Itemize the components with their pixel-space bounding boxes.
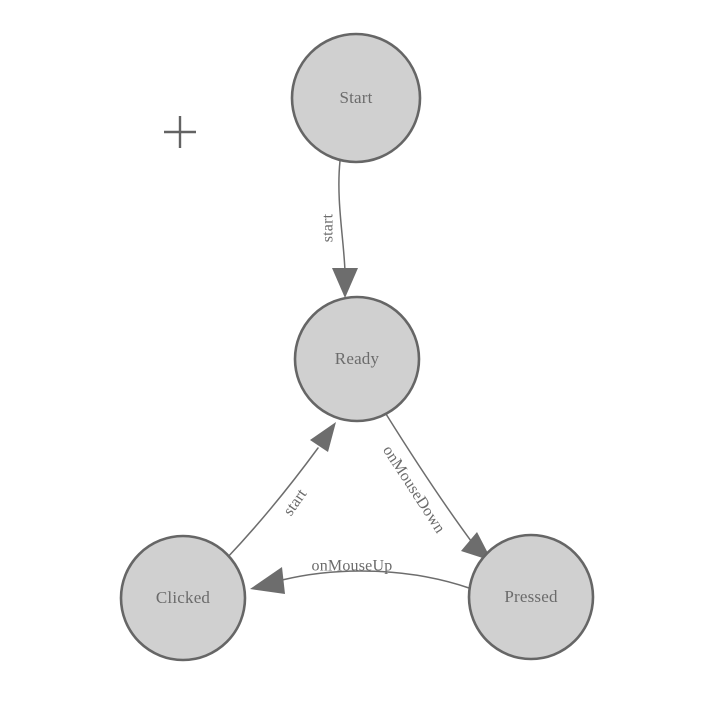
edge-path-clicked-to-ready	[225, 447, 319, 560]
node-start-label: Start	[339, 88, 372, 107]
edge-path-ready-to-pressed	[385, 413, 475, 546]
edge-clicked-to-ready[interactable]: start	[225, 422, 336, 560]
node-ready-circle[interactable]	[293, 295, 421, 423]
edge-path-start-to-ready	[338, 160, 346, 273]
arrowhead-into-pressed	[461, 532, 492, 561]
node-ready-label: Ready	[335, 349, 380, 368]
node-pressed[interactable]: Pressed	[467, 533, 595, 661]
arrowhead-into-ready-top	[332, 268, 358, 298]
arrowhead-into-clicked	[250, 567, 285, 594]
node-clicked[interactable]: Clicked	[119, 534, 247, 662]
arrowhead-into-ready-bottom	[310, 422, 336, 452]
edge-path-pressed-to-clicked	[281, 570, 470, 589]
edge-pressed-to-clicked[interactable]: onMouseUp	[250, 558, 470, 594]
node-start[interactable]: Start	[290, 32, 422, 164]
edge-label-start-to-ready: start	[320, 213, 337, 242]
edge-ready-to-pressed[interactable]: onMouseDown	[379, 413, 492, 561]
node-ready[interactable]: Ready	[293, 295, 421, 423]
edge-label-pressed-to-clicked: onMouseUp	[312, 558, 393, 575]
node-clicked-label: Clicked	[156, 588, 211, 607]
plus-icon[interactable]	[164, 116, 196, 148]
node-start-circle[interactable]	[290, 32, 422, 164]
node-pressed-circle[interactable]	[467, 533, 595, 661]
edge-start-to-ready[interactable]: start	[320, 160, 358, 298]
node-clicked-circle[interactable]	[119, 534, 247, 662]
node-pressed-label: Pressed	[504, 587, 558, 606]
